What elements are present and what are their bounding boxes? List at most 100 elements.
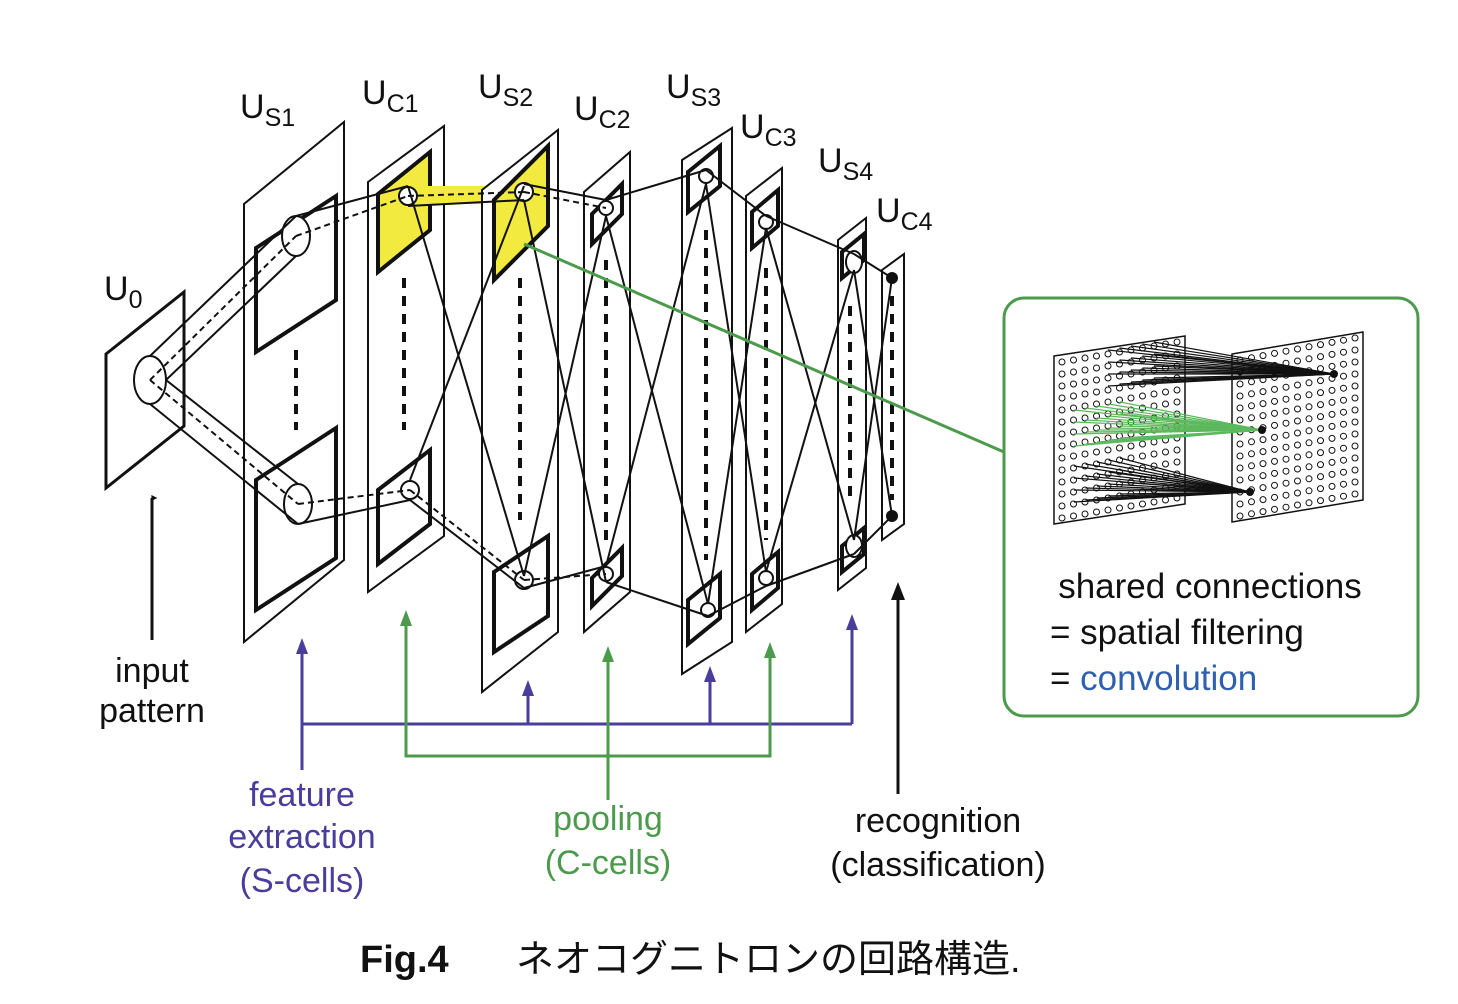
inset-grid-right-node — [1294, 453, 1301, 461]
conn-dashed-1 — [149, 379, 299, 505]
inset-grid-right-node — [1317, 389, 1324, 397]
inset-grid-right-node — [1305, 451, 1313, 459]
inset-grid-right-node — [1317, 449, 1324, 457]
inset-grid-right-node — [1271, 469, 1278, 477]
inset-grid-left-node — [1070, 392, 1077, 400]
inset-grid-right-node — [1282, 383, 1290, 391]
inset-grid-right-node — [1236, 500, 1244, 508]
pooling-arrowhead-uc1 — [400, 610, 412, 626]
inset-grid-left-node — [1162, 400, 1169, 408]
feature-label-3: (S-cells) — [240, 862, 365, 900]
inset-grid-left-node — [1093, 448, 1100, 456]
conn-solid-21 — [707, 585, 767, 617]
inset-grid-right-node — [1328, 410, 1336, 418]
inset-grid-right-node — [1328, 422, 1336, 430]
inset-grid-right-node — [1328, 386, 1336, 394]
fan-top-2 — [1130, 345, 1335, 375]
inset-grids — [1053, 331, 1364, 525]
inset-grid-right-node — [1259, 508, 1267, 516]
inset-grid-right-node — [1248, 510, 1255, 518]
conn-solid-25 — [765, 553, 855, 587]
conn-solid-6 — [407, 185, 525, 577]
inset-grid-right-node — [1340, 432, 1347, 440]
recognition-label-2: (classification) — [830, 846, 1045, 884]
conn-solid-3 — [165, 379, 299, 485]
inset-grid-right-node — [1328, 458, 1336, 466]
inset-grid-left-node — [1162, 496, 1169, 504]
inset-leader-line — [523, 242, 1005, 454]
inset-grid-left-node — [1104, 386, 1112, 394]
inset-grid-right-node — [1294, 477, 1301, 485]
inset-grid-left-node — [1081, 390, 1089, 398]
conn-solid-22 — [765, 215, 855, 255]
inset-grid-right-node — [1351, 490, 1359, 498]
inset-grid-right-node — [1317, 473, 1324, 481]
conn-solid-13 — [523, 215, 607, 577]
label-uc3: UC3 — [740, 108, 797, 152]
conn-solid-1 — [149, 403, 299, 525]
conn-dashed-7 — [523, 573, 607, 581]
inset-grid-right-node — [1317, 377, 1324, 385]
inset-grid-left-node — [1127, 394, 1135, 402]
label-us4: US4 — [818, 142, 873, 186]
inset-grid-right-node — [1282, 491, 1290, 499]
pooling-label-2: (C-cells) — [545, 844, 672, 882]
inset-grid-right-node — [1351, 442, 1359, 450]
inset-grid-right-node — [1248, 378, 1255, 386]
inset-grid-left-node — [1081, 510, 1089, 518]
conn-dashed-3 — [297, 489, 411, 505]
inset-grid-right-node — [1351, 358, 1359, 366]
inset-grid-right-node — [1317, 461, 1324, 469]
fan-bottom-2 — [1096, 461, 1251, 493]
conn-solid-0 — [149, 215, 297, 357]
inset-grid-right-node — [1236, 404, 1244, 412]
inset-grid-right-node — [1259, 460, 1267, 468]
inset-grid-left-node — [1139, 440, 1146, 448]
inset-grid-right-node — [1271, 349, 1278, 357]
conn-solid-18 — [705, 169, 767, 217]
fan-bottom-19 — [1119, 491, 1251, 495]
inset-grid-left-node — [1116, 444, 1123, 452]
inset-line-1: shared connections — [1058, 567, 1362, 606]
feature-extraction-bus — [296, 614, 858, 770]
label-us3: US3 — [666, 68, 721, 112]
inset-grid-right-node — [1340, 456, 1347, 464]
inset-grid-right-node — [1259, 484, 1267, 492]
inset-grid-right-node — [1248, 498, 1255, 506]
inset-grid-left-node — [1070, 356, 1077, 364]
inset-grid-left-node — [1058, 490, 1066, 498]
inset-grid-left-node — [1173, 398, 1181, 406]
inset-grid-right-node — [1328, 446, 1336, 454]
label-us2: US2 — [478, 68, 533, 112]
inset-grid-right-node — [1282, 395, 1290, 403]
recognition-label: recognition — [855, 802, 1021, 840]
feature-arrowhead-us2 — [522, 680, 534, 696]
inset-grid-right-node — [1271, 397, 1278, 405]
inset-grid-right-node — [1317, 413, 1324, 421]
inset-grid-left-node — [1173, 458, 1181, 466]
inset-grid-right-node — [1236, 452, 1244, 460]
inset-grid-left-node — [1104, 398, 1112, 406]
uc1-plane-top — [376, 147, 432, 277]
inset-grid-right-node — [1236, 512, 1244, 520]
inset-grid-left-node — [1081, 366, 1089, 374]
inset-grid-right-node — [1305, 499, 1313, 507]
inset-grid-left-node — [1070, 452, 1077, 460]
inset-grid-right-node — [1271, 445, 1278, 453]
inset-grid-right-node — [1236, 380, 1244, 388]
feature-arrowhead-us3 — [704, 666, 716, 682]
inset-grid-right-node — [1340, 348, 1347, 356]
inset-grid-left-node — [1162, 460, 1169, 468]
inset-grid-right-node — [1305, 427, 1313, 435]
fan-top-3 — [1142, 343, 1335, 375]
uc3-cell-bottom — [758, 570, 774, 586]
inset-grid-left-node — [1150, 390, 1158, 398]
fan-top-19 — [1153, 373, 1335, 379]
inset-grid-left-node — [1116, 396, 1123, 404]
inset-grid-right-node — [1294, 357, 1301, 365]
inset-grid-right-node — [1271, 481, 1278, 489]
pooling-arrowhead-uc2 — [602, 646, 614, 662]
inset-grid-right-node — [1305, 343, 1313, 351]
conn-solid-23 — [765, 227, 855, 541]
